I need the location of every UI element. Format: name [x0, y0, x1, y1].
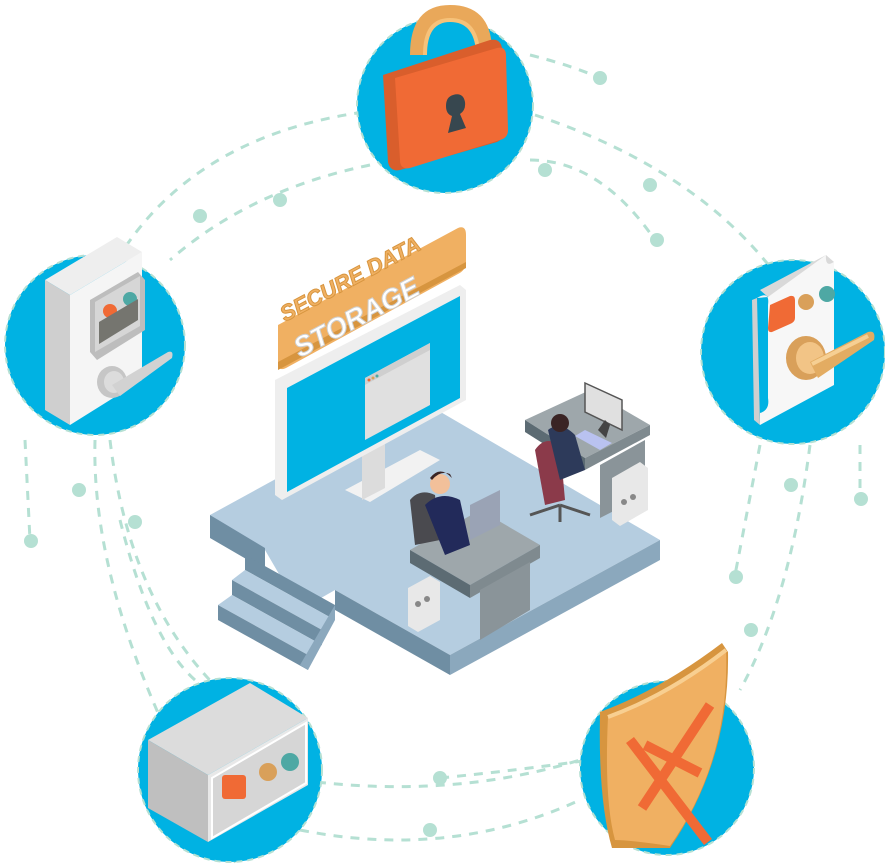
- keypad-lock-badge: [4, 237, 186, 436]
- stairs: [218, 555, 335, 670]
- back-workstation: [525, 381, 650, 526]
- keypad-lock-icon: [45, 237, 173, 425]
- padlock-badge: [356, 5, 534, 194]
- door-handle-icon: [752, 255, 875, 425]
- shield-badge: [579, 643, 755, 856]
- front-workstation: [408, 471, 540, 640]
- shield-x-icon: [599, 643, 729, 848]
- safe-box-icon: [148, 683, 308, 842]
- connector-nodes: [24, 71, 868, 837]
- padlock-icon: [383, 5, 508, 171]
- safe-box-badge: [137, 677, 323, 863]
- door-handle-badge: [700, 255, 885, 445]
- large-monitor: [275, 285, 466, 502]
- dashed-connectors: [23, 53, 862, 866]
